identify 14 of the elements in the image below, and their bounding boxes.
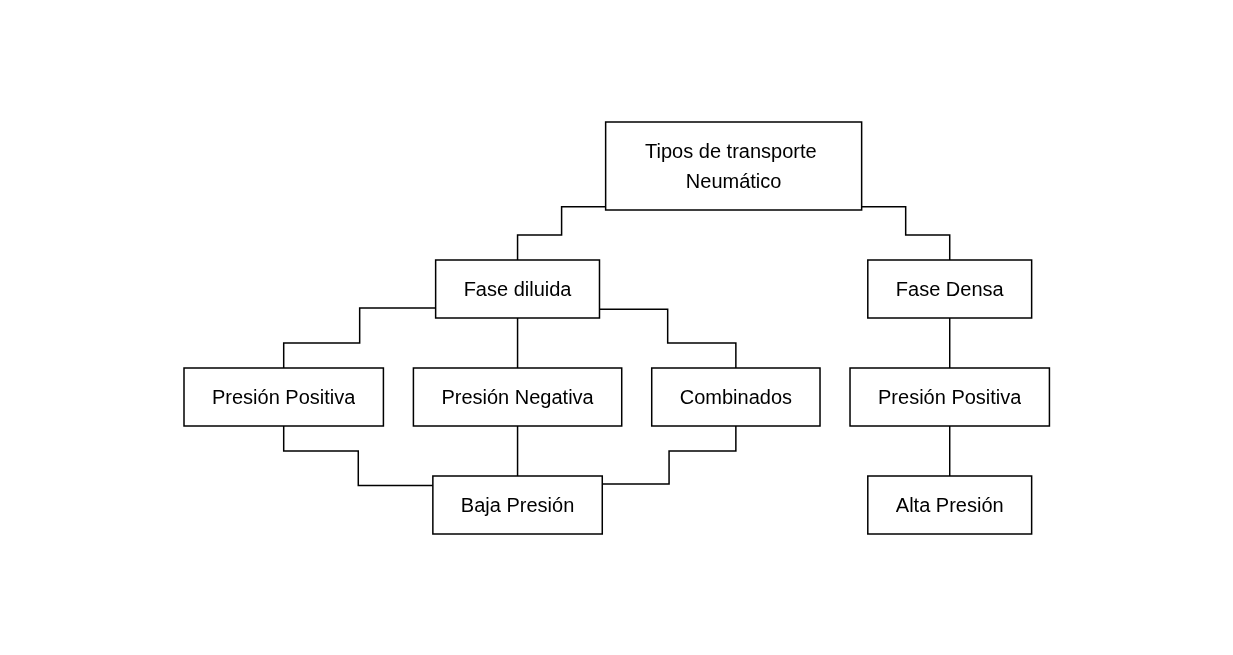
node-box: Alta Presión xyxy=(866,474,1033,535)
connector xyxy=(516,316,519,369)
node-box: Baja Presión xyxy=(431,474,603,535)
node-box: Fase diluida xyxy=(434,258,600,319)
node-box: Combinados xyxy=(650,366,821,427)
node-box: Tipos de transporte Neumático xyxy=(604,120,863,211)
connector xyxy=(948,424,951,477)
node-box: Presión Positiva xyxy=(849,366,1050,427)
connector xyxy=(516,424,519,477)
node-box: Presión Positiva xyxy=(183,366,384,427)
connector xyxy=(860,205,951,261)
node-box: Fase Densa xyxy=(866,258,1033,319)
node-box: Presión Negativa xyxy=(412,366,623,427)
connector xyxy=(948,316,951,369)
